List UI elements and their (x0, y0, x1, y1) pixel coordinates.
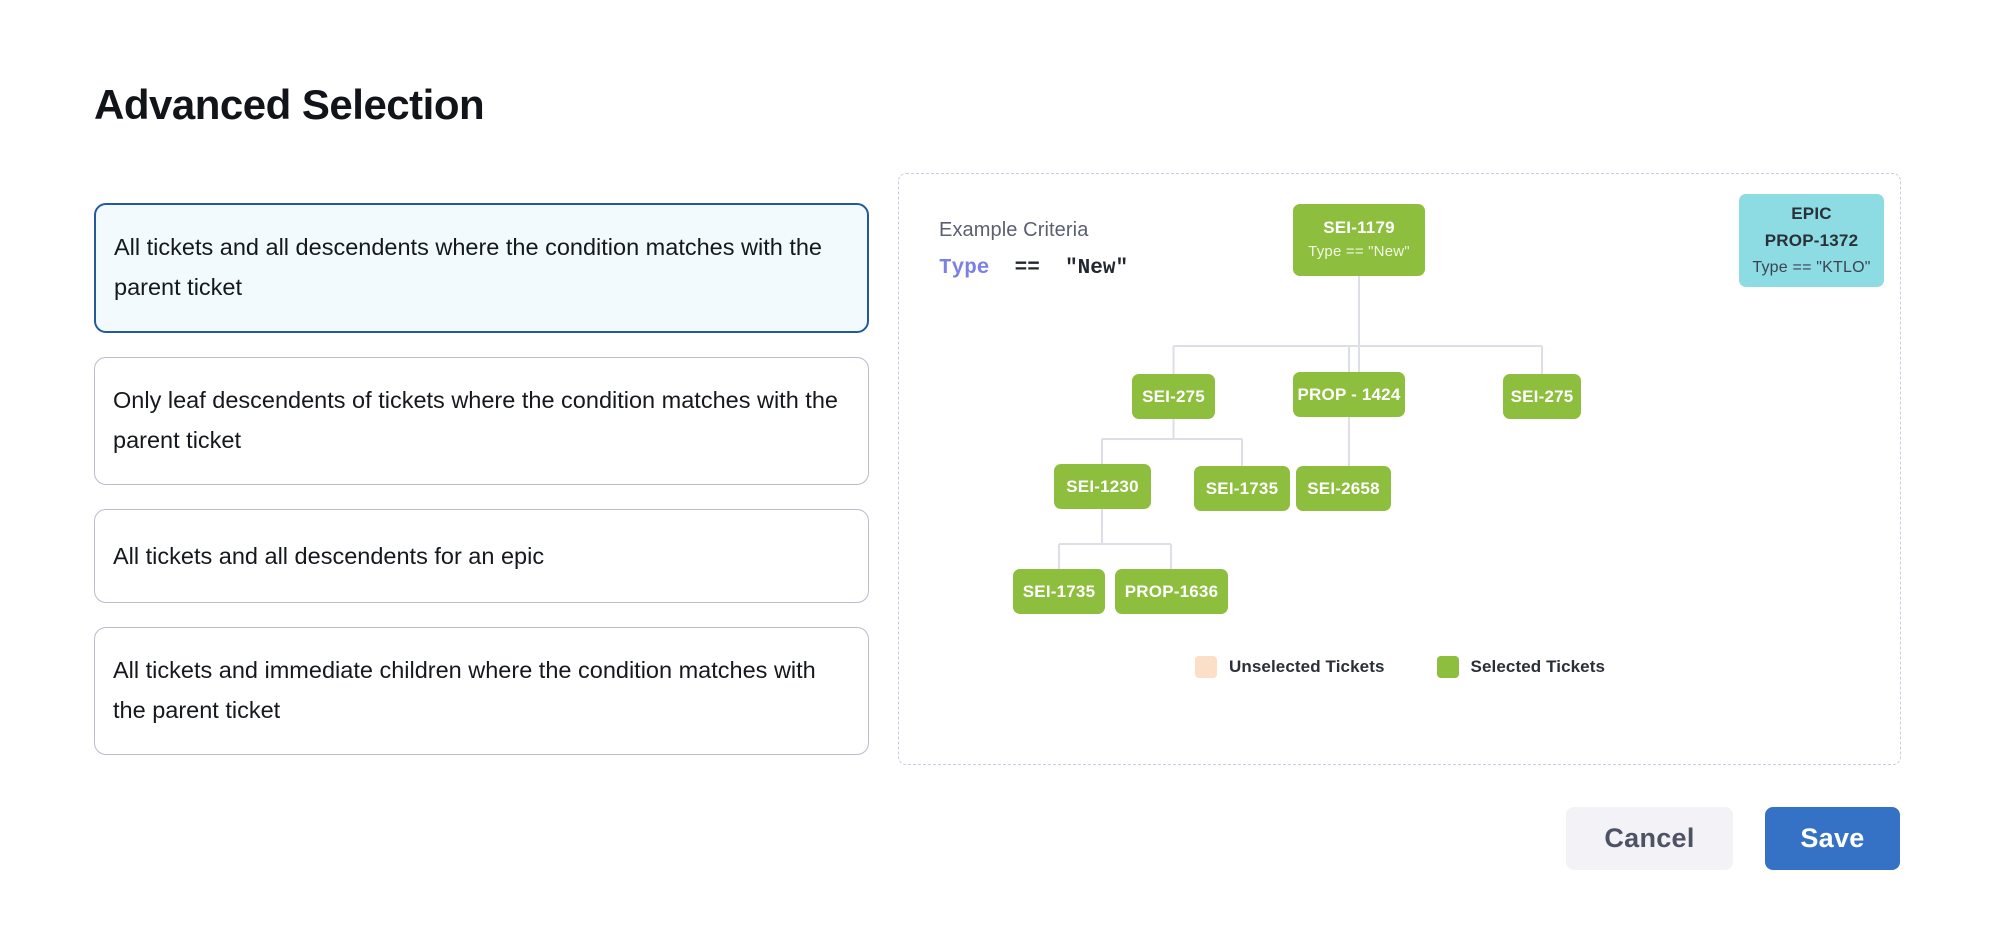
diagram-legend: Unselected Tickets Selected Tickets (1195, 656, 1605, 678)
page-title: Advanced Selection (94, 81, 485, 129)
node-kind: EPIC (1791, 204, 1832, 223)
node-id: PROP - 1424 (1297, 384, 1401, 404)
dialog-footer: Cancel Save (0, 807, 1990, 870)
criteria-expression: Type == "New" (939, 257, 1128, 280)
tree-node-sei-275-right[interactable]: SEI-275 (1503, 374, 1581, 419)
node-id: SEI-2658 (1307, 478, 1380, 498)
cancel-button[interactable]: Cancel (1566, 807, 1733, 870)
node-id: PROP-1636 (1124, 581, 1219, 601)
legend-label: Selected Tickets (1470, 657, 1606, 676)
option-all-tickets-all-descendents[interactable]: All tickets and all descendents where th… (94, 203, 869, 333)
legend-swatch-selected-icon (1436, 656, 1459, 678)
tree-node-sei-1179[interactable]: SEI-1179 Type == "New" (1293, 204, 1425, 276)
node-id: SEI-275 (1142, 386, 1205, 406)
legend-label: Unselected Tickets (1229, 657, 1385, 676)
option-label: Only leaf descendents of tickets where t… (113, 387, 838, 453)
selection-options-list: All tickets and all descendents where th… (94, 203, 869, 779)
criteria-field: Type (939, 257, 990, 280)
node-id: SEI-275 (1510, 386, 1574, 406)
option-label: All tickets and immediate children where… (113, 657, 816, 723)
legend-item-unselected: Unselected Tickets (1195, 656, 1385, 678)
node-subtitle: Type == "New" (1308, 243, 1410, 260)
save-button[interactable]: Save (1765, 807, 1900, 870)
tree-node-sei-1735-level3[interactable]: SEI-1735 (1194, 466, 1290, 511)
tree-node-prop-1424[interactable]: PROP - 1424 (1293, 372, 1405, 417)
option-label: All tickets and all descendents where th… (114, 234, 823, 300)
tree-node-sei-1735-level4[interactable]: SEI-1735 (1013, 569, 1105, 614)
node-id: PROP-1372 (1764, 231, 1859, 250)
node-id: SEI-1735 (1205, 478, 1279, 498)
tree-node-sei-275-left[interactable]: SEI-275 (1132, 374, 1215, 419)
node-id: SEI-1230 (1066, 476, 1139, 496)
example-diagram-panel: Example Criteria Type == "New" (898, 173, 1901, 765)
legend-item-selected: Selected Tickets (1436, 656, 1606, 678)
tree-node-prop-1636[interactable]: PROP-1636 (1115, 569, 1228, 614)
criteria-operator: == (1014, 257, 1040, 280)
node-id: SEI-1735 (1022, 581, 1096, 601)
node-subtitle: Type == "KTLO" (1752, 259, 1871, 276)
tree-node-epic-prop-1372[interactable]: EPIC PROP-1372 Type == "KTLO" (1739, 194, 1884, 287)
tree-node-sei-2658[interactable]: SEI-2658 (1296, 466, 1391, 511)
criteria-title: Example Criteria (939, 219, 1089, 241)
tree-node-sei-1230[interactable]: SEI-1230 (1054, 464, 1151, 509)
option-label: All tickets and all descendents for an e… (113, 543, 545, 569)
option-leaf-descendents[interactable]: Only leaf descendents of tickets where t… (94, 357, 869, 485)
option-all-descendents-epic[interactable]: All tickets and all descendents for an e… (94, 509, 869, 603)
node-id: SEI-1179 (1323, 218, 1395, 237)
criteria-value: "New" (1065, 257, 1129, 280)
option-immediate-children[interactable]: All tickets and immediate children where… (94, 627, 869, 755)
legend-swatch-unselected-icon (1195, 656, 1217, 678)
